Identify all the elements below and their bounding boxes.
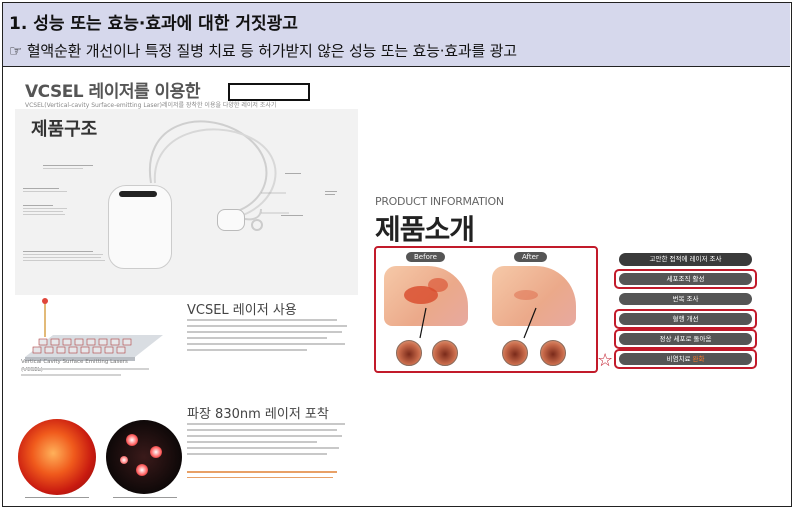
section-title: 1. 성능 또는 효능·효과에 대한 거짓광고 (9, 14, 298, 34)
highlight-box (614, 309, 757, 329)
effect-item-accent: 완화 (692, 355, 705, 363)
device-body (108, 185, 172, 269)
effects-header: 고안한 접적에 레이저 조사 (619, 253, 752, 266)
pointer-arrows (419, 307, 537, 339)
wavelength-note (187, 471, 337, 478)
label-lines (285, 171, 301, 176)
endoscope-after-2 (540, 340, 566, 366)
label-lines (43, 163, 93, 171)
wavelength-body (187, 423, 347, 459)
effect-item-text: 비염치료 (666, 355, 693, 363)
effect-item: 정상 세포로 돌아옴 (619, 333, 752, 345)
caption-rule (25, 497, 89, 498)
caption-rule (113, 497, 177, 498)
highlight-box (614, 329, 757, 349)
label-lines (281, 213, 303, 218)
wavelength-title: 파장 830nm 레이저 포착 (187, 407, 329, 422)
laser-spot-image-dark (106, 420, 182, 494)
label-lines (325, 189, 337, 197)
label-lines (23, 249, 105, 263)
effects-panel: 고안한 접적에 레이저 조사 세포조직 활성 번복 조사 혈행 개선 정상 세포… (597, 248, 759, 378)
laser-spot-image-red (18, 419, 96, 495)
after-label: After (514, 252, 547, 262)
endoscope-before-2 (432, 340, 458, 366)
endoscope-after-1 (502, 340, 528, 366)
product-title: 제품소개 (375, 213, 475, 246)
effect-item: 혈행 개선 (619, 313, 752, 325)
before-label: Before (406, 252, 445, 262)
effect-item: 세포조직 활성 (619, 273, 752, 285)
left-product-page: VCSEL 레이저를 이용한 VCSEL(Vertical-cavity Sur… (15, 73, 358, 503)
right-product-page: PRODUCT INFORMATION 제품소개 Before After 고안… (365, 183, 773, 383)
vcsel-chip-board (25, 298, 163, 361)
product-information-label: PRODUCT INFORMATION (375, 195, 504, 208)
vcsel-caption-body (21, 368, 151, 380)
highlight-box (614, 269, 757, 289)
nasal-diagram-before (384, 266, 468, 326)
effect-item: 번복 조사 (619, 293, 752, 305)
star-icon: ☆ (597, 350, 614, 371)
endoscope-before-1 (396, 340, 422, 366)
laser-use-body (187, 319, 347, 355)
device-probe (217, 209, 245, 231)
label-lines (23, 203, 67, 217)
device-display (119, 191, 157, 197)
before-after-panel: Before After (374, 246, 598, 373)
header-band: 1. 성능 또는 효능·효과에 대한 거짓광고 ☞ 혈액순환 개선이나 특정 질… (3, 3, 790, 67)
vcsel-heading: VCSEL 레이저를 이용한 (25, 82, 200, 102)
effect-item-last: 비염치료 완화 (619, 353, 752, 365)
vcsel-subheading: VCSEL(Vertical-cavity Surface-emitting L… (25, 102, 277, 109)
nasal-diagram-after (492, 266, 576, 326)
vcsel-caption: Vertical Cavity Surface Emitting Lasers … (21, 359, 128, 373)
highlight-box (614, 349, 757, 369)
label-lines (23, 186, 67, 194)
redaction-box (228, 83, 310, 101)
product-structure-panel (15, 109, 358, 295)
laser-use-title: VCSEL 레이저 사용 (187, 303, 297, 318)
section-subtitle: ☞ 혈액순환 개선이나 특정 질병 치료 등 허가받지 않은 성능 또는 효능·… (9, 42, 517, 60)
structure-title: 제품구조 (31, 119, 98, 140)
